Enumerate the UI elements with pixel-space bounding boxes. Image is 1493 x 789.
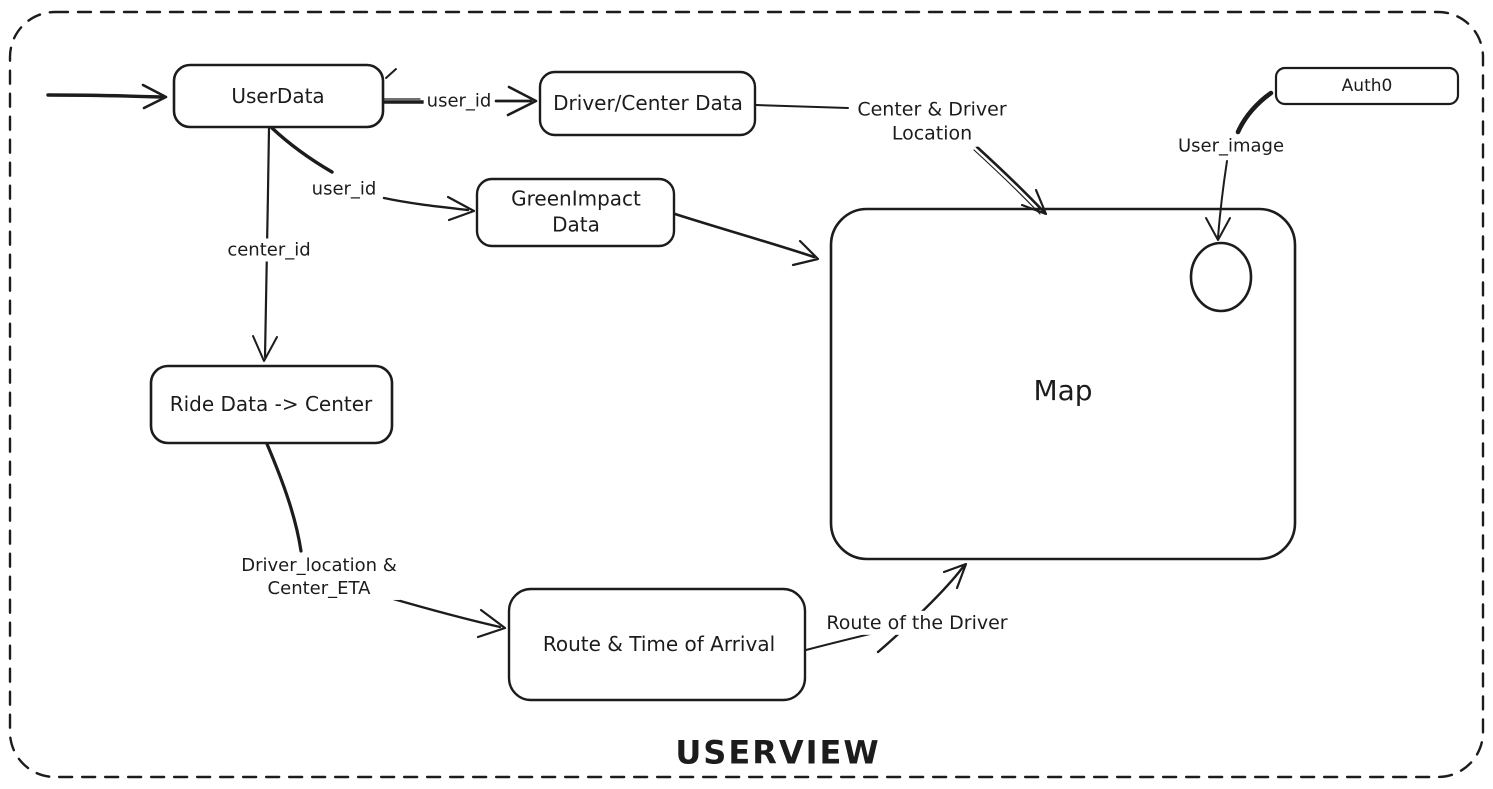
arrow-userdata-to-greenimpact (270, 126, 476, 222)
arrow-userdata-to-drivercenter (382, 85, 538, 117)
driver-center-node-box (538, 70, 757, 137)
edge-label-user-id-top: user_id (423, 89, 495, 113)
map-node-box (829, 207, 1297, 561)
edge-label-center-id: center_id (224, 238, 314, 262)
diagram-title: USERVIEW (675, 733, 881, 772)
edge-label-route-of-driver: Route of the Driver (823, 610, 1011, 636)
map-node-label: Map (1033, 374, 1093, 408)
edge-label-user-id-diagonal: user_id (308, 177, 380, 201)
ride-data-node-label: Ride Data -> Center (169, 392, 373, 417)
arrow-drivercenter-to-map (755, 104, 1048, 216)
canvas-dashed-border (8, 10, 1485, 779)
arrow-greenimpact-to-map (673, 212, 820, 267)
user-data-box-stroke-overshoot (385, 68, 397, 79)
auth0-node-box (1274, 66, 1460, 106)
edge-label-driver-location-center-eta: Driver_location & Center_ETA (238, 553, 400, 601)
arrow-ridedata-to-route (265, 442, 507, 639)
green-impact-node-box (475, 177, 676, 248)
edge-label-user-image: User_image (1174, 134, 1288, 158)
user-avatar-circle (1189, 241, 1253, 313)
arrow-into-userdata (46, 83, 168, 110)
arrow-route-to-map (805, 562, 968, 654)
route-time-node-label: Route & Time of Arrival (542, 632, 776, 657)
driver-center-node-label: Driver/Center Data (553, 91, 743, 116)
ride-data-node-box (149, 364, 394, 445)
route-time-node-box (507, 587, 807, 702)
edge-label-center-driver-location: Center & Driver Location (854, 97, 1010, 147)
green-impact-node-label: GreenImpact Data (511, 186, 641, 236)
user-data-node-label: UserData (231, 84, 325, 109)
arrow-auth0-to-circle (1205, 90, 1274, 241)
user-data-node-box (172, 63, 385, 129)
auth0-node-label: Auth0 (1341, 76, 1393, 97)
